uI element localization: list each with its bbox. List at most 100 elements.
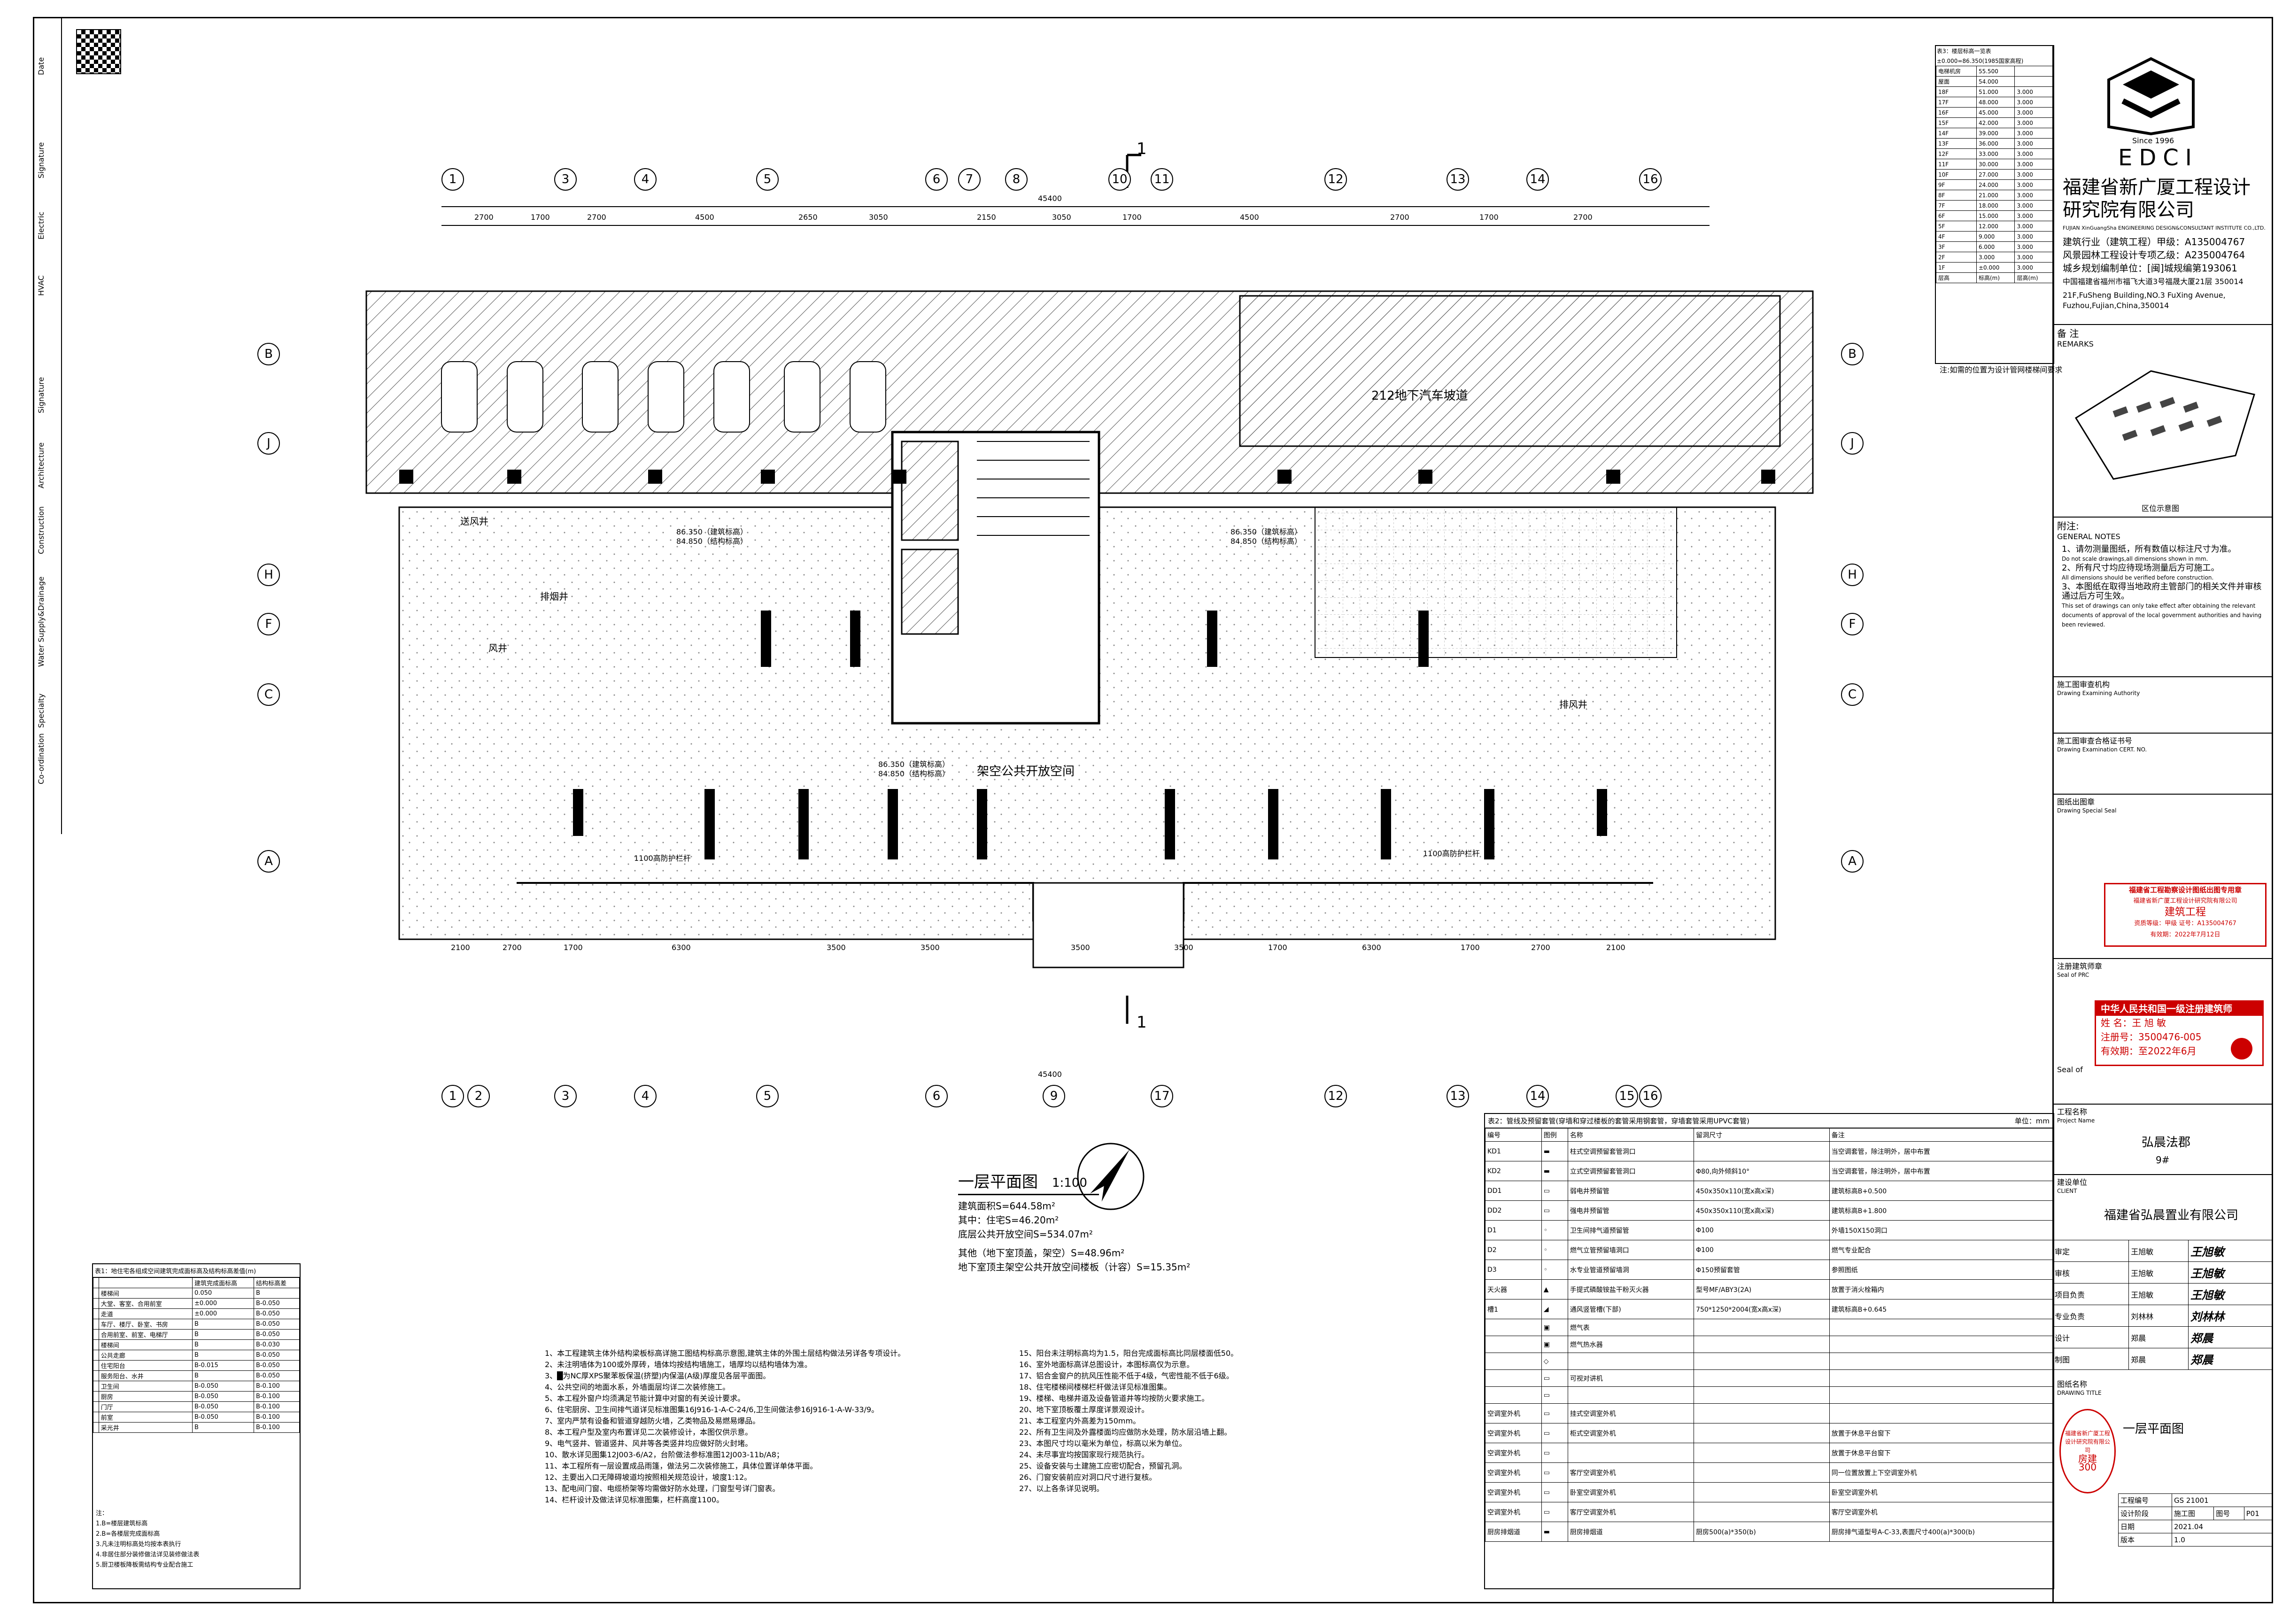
dim: 3050 bbox=[1052, 213, 1071, 222]
dim: 1700 bbox=[1479, 213, 1499, 222]
dim: 2100 bbox=[1606, 943, 1625, 952]
plan-area: 其他（地下室顶盖，架空）S=48.96m² bbox=[958, 1247, 1125, 1259]
design-stamp: 福建省工程勘察设计图纸出图专用章 福建省新广厦工程设计研究院有限公司 建筑工程 … bbox=[2104, 883, 2267, 947]
dim: 2700 bbox=[1531, 943, 1550, 952]
pipe-table-block: 表2：管线及预留套管(穿墙和穿过楼板的套管采用钢套管，穿墙套管采用UPVC套管)… bbox=[1484, 1113, 2054, 1589]
axis-bubble: 7 bbox=[958, 168, 981, 191]
plan-label-area: 架空公共开放空间 bbox=[977, 765, 1075, 779]
plan-label-level: 84.850（结构标高） bbox=[878, 769, 950, 778]
table1-block: 表1：地住宅各组成空间建筑完成面标高及结构标高差值(m) 建筑完成面标高结构标高… bbox=[92, 1263, 301, 1589]
divider bbox=[2052, 676, 2273, 677]
elevation-sub: ±0.000=86.350(1985国家高程) bbox=[1937, 58, 2024, 64]
axis-bubble: 2 bbox=[467, 1085, 490, 1107]
table1-note: 4.非居住部分装修做法详见装修做法表 bbox=[96, 1551, 200, 1558]
client-label: 建设单位 bbox=[2057, 1178, 2088, 1187]
dim: 1700 bbox=[531, 213, 550, 222]
divider bbox=[2052, 794, 2273, 795]
strip-label: Electric bbox=[37, 211, 46, 240]
firm-addr-en: 21F,FuSheng Building,NO.3 FuXing Avenue,… bbox=[2063, 291, 2226, 310]
strip-label: HVAC bbox=[37, 275, 46, 296]
key-plan-map bbox=[2074, 370, 2255, 480]
axis-bubble: 13 bbox=[1447, 1085, 1469, 1107]
firm-name-en: FUJIAN XinGuangSha ENGINEERING DESIGN&CO… bbox=[2063, 225, 2266, 231]
axis-bubble: 1 bbox=[441, 1085, 464, 1107]
prc-seal-en: Seal of PRC bbox=[2057, 972, 2089, 978]
dim-total: 45400 bbox=[1038, 194, 1062, 203]
axis-bubble: 16 bbox=[1639, 1085, 1662, 1107]
axis-bubble: C bbox=[1841, 683, 1864, 706]
strip-label: Signature bbox=[37, 377, 46, 413]
axes-top: 1 3 4 5 6 7 8 10 11 12 13 14 16 bbox=[441, 168, 1663, 192]
axis-bubble: F bbox=[257, 613, 280, 635]
review-cert-en: Drawing Examination CERT. NO. bbox=[2057, 746, 2147, 753]
axis-bubble: 4 bbox=[634, 1085, 657, 1107]
pipe-table-title: 表2：管线及预留套管(穿墙和穿过楼板的套管采用钢套管，穿墙套管采用UPVC套管) bbox=[1485, 1114, 2053, 1128]
architect-stamp: 中华人民共和国一级注册建筑师 姓 名：王 旭 敏 注册号：3500476-005… bbox=[2095, 1000, 2264, 1066]
qr-code bbox=[76, 29, 121, 74]
axis-bubble: F bbox=[1841, 613, 1864, 635]
axis-bubble: A bbox=[1841, 850, 1864, 873]
project-name: 弘晨法郡 bbox=[2142, 1136, 2191, 1150]
pipe-table: 编号图例名称留洞尺寸备注 KD1▬柱式空调预留套管洞口当空调套管，除注明外，居中… bbox=[1485, 1128, 2054, 1542]
strip-label: Signature bbox=[37, 142, 46, 178]
title-block bbox=[2052, 45, 2275, 1603]
plan-label-ramp: 212地下汽车坡道 bbox=[1371, 389, 1468, 403]
axis-bubble: 5 bbox=[756, 1085, 779, 1107]
dim: 6300 bbox=[672, 943, 691, 952]
firm-cert: 建筑行业（建筑工程）甲级：A135004767 bbox=[2063, 236, 2245, 247]
dim: 3500 bbox=[1071, 943, 1090, 952]
strip-label: Construction bbox=[37, 506, 46, 554]
plan-label-room: 排烟井 bbox=[540, 591, 568, 602]
plan-area: 其中：住宅S=46.20m² bbox=[958, 1214, 1059, 1226]
strip-label: Co-ordination bbox=[37, 733, 46, 784]
axes-left: B J H F C A bbox=[257, 343, 286, 873]
axis-bubble: 15 bbox=[1616, 1085, 1638, 1107]
general-notes-title-en: GENERAL NOTES bbox=[2057, 532, 2120, 541]
firm-since: Since 1996 bbox=[2132, 136, 2174, 145]
dim-total: 45400 bbox=[1038, 1070, 1062, 1079]
plan-scale: 1:100 bbox=[1052, 1176, 1087, 1190]
axis-bubble: 3 bbox=[554, 168, 577, 191]
axes-right: B J H F C A bbox=[1841, 343, 1869, 873]
axis-bubble: 10 bbox=[1108, 168, 1131, 191]
axis-bubble: 9 bbox=[1043, 1085, 1065, 1107]
dim: 2700 bbox=[1573, 213, 1593, 222]
dim: 2100 bbox=[451, 943, 470, 952]
left-strip bbox=[33, 17, 62, 834]
plan-label-room: 送风井 bbox=[460, 516, 488, 527]
plan-label-level: 84.850（结构标高） bbox=[676, 537, 748, 546]
plan-area: 地下室顶主架空公共开放空间楼板（计容）S=15.35m² bbox=[958, 1261, 1191, 1273]
axis-bubble: H bbox=[1841, 564, 1864, 586]
dim: 2700 bbox=[474, 213, 494, 222]
prc-seal: 注册建筑师章 bbox=[2057, 962, 2103, 971]
firm-cert: 风景园林工程设计专项乙级：A235004764 bbox=[2063, 249, 2245, 261]
plan-title: 一层平面图 bbox=[958, 1173, 1038, 1191]
client-name: 福建省弘晨置业有限公司 bbox=[2104, 1208, 2239, 1222]
firm-logo-text: EDCI bbox=[2118, 145, 2198, 171]
review-authority: 施工图审查机构 bbox=[2057, 680, 2110, 689]
dim: 3500 bbox=[827, 943, 846, 952]
review-authority-en: Drawing Examining Authority bbox=[2057, 690, 2140, 696]
axis-bubble: 8 bbox=[1005, 168, 1028, 191]
remarks-label: 备 注 bbox=[2057, 328, 2079, 339]
remarks-label-en: REMARKS bbox=[2057, 340, 2094, 348]
axis-bubble: 12 bbox=[1324, 1085, 1347, 1107]
dim: 3500 bbox=[921, 943, 940, 952]
axis-bubble: H bbox=[257, 564, 280, 586]
sheet-border bbox=[33, 17, 2273, 1603]
stamp-badge-icon bbox=[2231, 1038, 2252, 1059]
remarks-note: 注:如需的位置为设计管网楼梯间要求 bbox=[1940, 365, 2063, 374]
divider bbox=[2052, 324, 2273, 325]
project-sub: 9# bbox=[2156, 1154, 2170, 1166]
axis-bubble: 11 bbox=[1151, 168, 1173, 191]
divider bbox=[2052, 1104, 2273, 1105]
drawing-title-label-en: DRAWING TITLE bbox=[2057, 1390, 2102, 1396]
notes-right: 15、阳台未注明标高均为1.5，阳台完成面标高比同层楼面低50。16、室外地面标… bbox=[1019, 1349, 1238, 1493]
sign-table: 审定王旭敏王旭敏 审核王旭敏王旭敏 项目负责王旭敏王旭敏 专业负责刘林林刘林林 … bbox=[2052, 1240, 2274, 1370]
plan-label-pump: 排风井 bbox=[1559, 699, 1587, 710]
firm-cert: 城乡规划编制单位：[闽]城规编第193061 bbox=[2063, 263, 2237, 274]
strip-label: Architecture bbox=[37, 442, 46, 488]
